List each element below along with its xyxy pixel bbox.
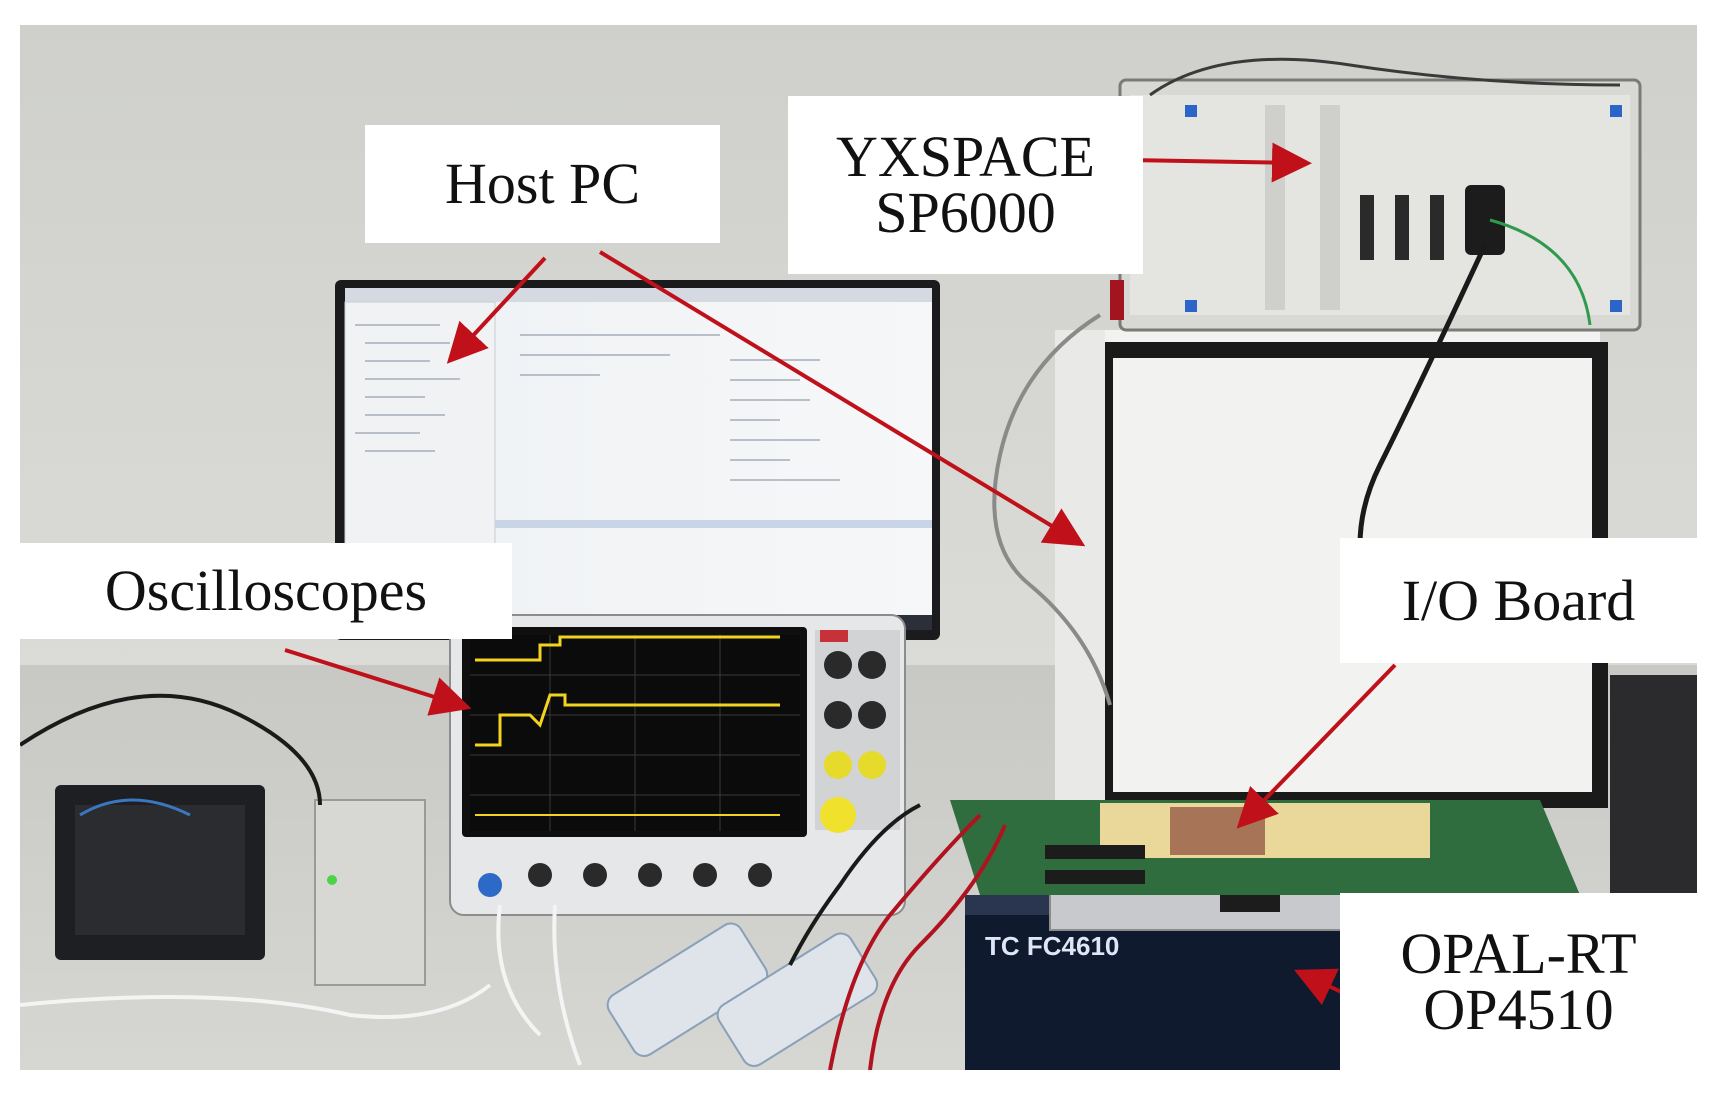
red-arrow-icon: [598, 250, 1086, 547]
probe-power-supply: [314, 799, 426, 986]
label-oscilloscopes: Oscilloscopes: [20, 543, 512, 639]
label-opal-line1: OPAL-RT: [1400, 920, 1637, 986]
yxspace-rack: [1118, 57, 1642, 332]
chassis-label: TC FC4610: [985, 931, 1119, 961]
oscilloscope: [449, 614, 906, 916]
left-cables: [20, 693, 322, 806]
current-probes: [606, 922, 879, 1067]
black-transformer: [55, 785, 265, 960]
label-yxspace-sp6000: YXSPACE SP6000: [788, 96, 1143, 274]
label-opal-rt-op4510: OPAL-RT OP4510: [1340, 893, 1697, 1070]
label-host-pc: Host PC: [365, 125, 720, 243]
lab-photo: TC FC4610: [20, 25, 1697, 1070]
label-opal-line2: OP4510: [1423, 976, 1614, 1042]
label-io-board: I/O Board: [1340, 538, 1697, 663]
label-io-board-text: I/O Board: [1401, 567, 1636, 633]
lab-scene: TC FC4610: [20, 25, 1697, 1070]
red-arrow-icon: [284, 648, 472, 716]
label-oscilloscopes-text: Oscilloscopes: [104, 558, 428, 623]
red-probe-leads: [828, 813, 982, 1070]
red-arrow-icon: [1236, 663, 1397, 829]
usb-dongle: [1110, 280, 1124, 320]
label-yxspace-line2: SP6000: [875, 180, 1056, 245]
red-arrow-icon: [1124, 142, 1312, 183]
red-arrow-icon: [446, 256, 547, 364]
label-yxspace-line1: YXSPACE: [836, 124, 1095, 189]
background-equipment: [1610, 675, 1697, 900]
grey-cable: [992, 313, 1112, 706]
label-host-pc-text: Host PC: [444, 151, 640, 216]
